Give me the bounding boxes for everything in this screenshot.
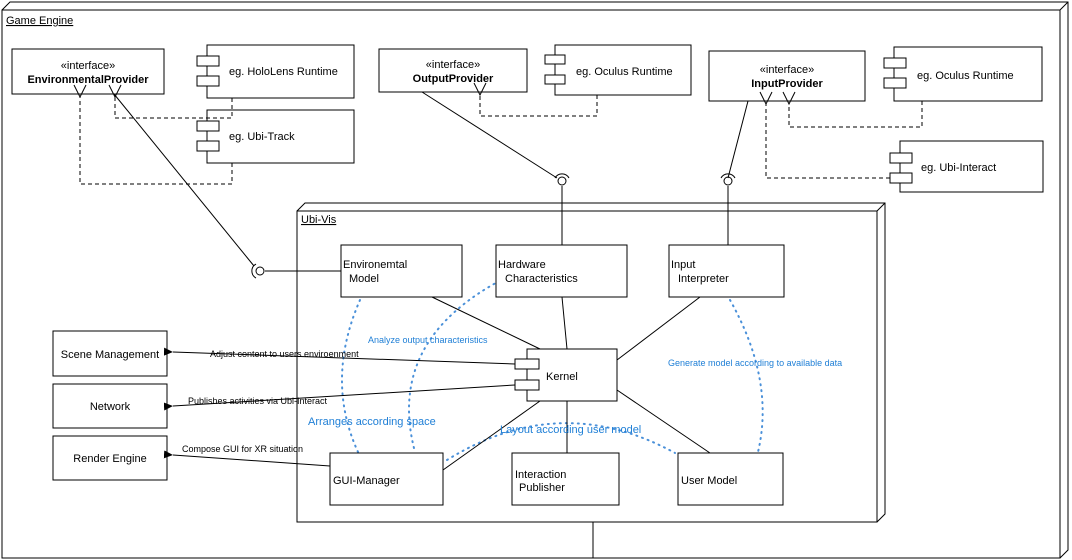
layout-annotation: Layout according user model bbox=[500, 424, 641, 436]
component-icon bbox=[883, 77, 907, 89]
input-provider-interface: «interface» InputProvider bbox=[708, 50, 866, 102]
user-model-component: User Model bbox=[677, 452, 784, 506]
gui-manager-label: GUI-Manager bbox=[333, 475, 400, 487]
output-provider-label: OutputProvider bbox=[413, 73, 494, 85]
kernel-associations bbox=[431, 296, 711, 471]
ubiinteract-label: eg. Ubi-Interact bbox=[921, 162, 996, 174]
scene-management-box: Scene Management bbox=[52, 330, 168, 377]
input-provider-label: InputProvider bbox=[751, 78, 823, 90]
input-interpreter-line2: Interpreter bbox=[678, 273, 729, 285]
component-icon bbox=[196, 55, 220, 67]
realization-arrows bbox=[80, 95, 923, 185]
oculus-runtime-input-component: eg. Oculus Runtime bbox=[883, 46, 1043, 102]
adjust-edge-label: Adjust content to users enviroenment bbox=[210, 349, 359, 359]
interface-stereotype: «interface» bbox=[760, 64, 814, 76]
interaction-publisher-line1: Interaction bbox=[515, 469, 566, 481]
hardware-characteristics-component: Hardware Characteristics bbox=[495, 244, 628, 298]
network-box: Network bbox=[52, 383, 168, 429]
hardware-line1: Hardware bbox=[498, 259, 546, 271]
render-engine-box: Render Engine bbox=[52, 435, 168, 481]
component-icon bbox=[889, 172, 913, 184]
lollipop-connections bbox=[113, 91, 749, 279]
component-icon bbox=[196, 75, 220, 87]
component-icon bbox=[514, 379, 540, 391]
hololens-runtime-label: eg. HoloLens Runtime bbox=[229, 66, 338, 78]
component-icon bbox=[514, 358, 540, 370]
ubitrack-component: eg. Ubi-Track bbox=[196, 109, 355, 164]
kernel-label: Kernel bbox=[546, 371, 578, 383]
environmental-provider-label: EnvironmentalProvider bbox=[27, 74, 149, 86]
oculus-runtime-input-label: eg. Oculus Runtime bbox=[917, 70, 1014, 82]
network-label: Network bbox=[90, 401, 131, 413]
analyze-annotation: Analyze output characteristics bbox=[368, 335, 488, 345]
component-icon bbox=[544, 74, 566, 85]
env-model-line2: Model bbox=[349, 273, 379, 285]
component-icon bbox=[883, 57, 907, 69]
hololens-runtime-component: eg. HoloLens Runtime bbox=[196, 44, 355, 99]
generate-annotation: Generate model according to available da… bbox=[668, 358, 842, 368]
ubiinteract-component: eg. Ubi-Interact bbox=[889, 140, 1044, 193]
oculus-runtime-output-component: eg. Oculus Runtime bbox=[544, 44, 692, 96]
env-model-line1: Environemtal bbox=[343, 259, 407, 271]
annotation-arcs bbox=[341, 277, 764, 461]
environmental-provider-interface: «interface» EnvironmentalProvider bbox=[11, 48, 165, 95]
game-engine-label: Game Engine bbox=[6, 15, 73, 27]
compose-edge-label: Compose GUI for XR situation bbox=[182, 444, 303, 454]
component-icon bbox=[196, 140, 220, 152]
component-icon bbox=[889, 152, 913, 164]
component-icon bbox=[196, 120, 220, 132]
scene-management-label: Scene Management bbox=[61, 349, 159, 361]
external-arrows bbox=[163, 347, 516, 467]
interface-stereotype: «interface» bbox=[61, 60, 115, 72]
input-interpreter-component: Input Interpreter bbox=[668, 244, 785, 298]
ubitrack-label: eg. Ubi-Track bbox=[229, 131, 295, 143]
interaction-publisher-component: Interaction Publisher bbox=[511, 452, 620, 506]
hardware-line2: Characteristics bbox=[505, 273, 578, 285]
publishes-edge-label: Publishes activities via Ubi-Interact bbox=[188, 396, 328, 406]
environmental-model-component: Environemtal Model bbox=[340, 244, 463, 298]
input-interpreter-line1: Input bbox=[671, 259, 695, 271]
oculus-runtime-output-label: eg. Oculus Runtime bbox=[576, 66, 673, 78]
interaction-publisher-line2: Publisher bbox=[519, 482, 565, 494]
kernel-component: Kernel bbox=[514, 348, 618, 402]
ubivis-label: Ubi-Vis bbox=[301, 214, 337, 226]
user-model-label: User Model bbox=[681, 475, 737, 487]
gui-manager-component: GUI-Manager bbox=[329, 452, 444, 506]
render-engine-label: Render Engine bbox=[73, 453, 146, 465]
arranges-annotation: Arranges according space bbox=[308, 416, 436, 428]
output-provider-interface: «interface» OutputProvider bbox=[378, 48, 528, 93]
component-icon bbox=[544, 54, 566, 65]
interface-stereotype: «interface» bbox=[426, 59, 480, 71]
